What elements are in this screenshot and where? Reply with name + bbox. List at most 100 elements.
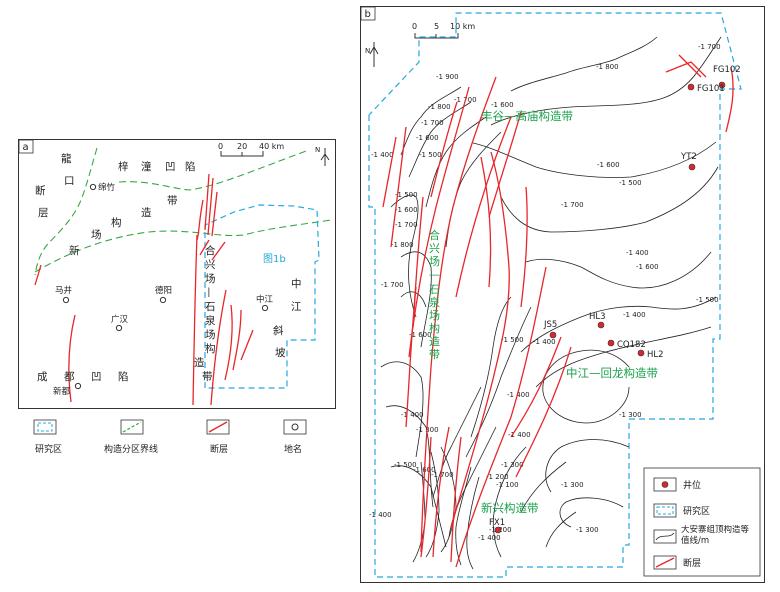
legend-label: 井位 <box>683 479 701 491</box>
location-map-svg: a 0 20 40 km N 龍 口 断 层 <box>18 139 332 406</box>
contour-label: -1 100 <box>496 481 519 489</box>
legend-label: 断层 <box>210 443 228 455</box>
contour-label: -1 700 <box>431 471 454 479</box>
zone-xinxing: 新兴构造带 <box>481 501 539 515</box>
zone-char: 口 <box>64 175 75 187</box>
contour-label: -1 600 <box>395 206 418 214</box>
contour-label: -1 600 <box>636 263 659 271</box>
location-map-panel: a 0 20 40 km N 龍 口 断 层 <box>18 139 336 409</box>
legend-label: 构造分区界线 <box>104 443 158 455</box>
scale-bar-b: 0 5 10 km <box>412 22 475 39</box>
well-label: HL3 <box>589 312 606 322</box>
scale-bar-a: 0 20 40 km <box>218 142 284 157</box>
contour-label: -1 200 <box>486 473 509 481</box>
place-name: 新都 <box>53 386 71 397</box>
contour-label: -1 500 <box>619 179 642 187</box>
legend-contour: 大安寨组顶构造等值线/m <box>653 525 750 546</box>
contour-label: -1 400 <box>508 431 531 439</box>
legend-label: 地名 <box>284 443 302 455</box>
zone-fenggu: 丰谷—高庙构造带 <box>481 109 573 123</box>
contour-label: -1 700 <box>561 201 584 209</box>
contour-label: -1 700 <box>381 281 404 289</box>
contour-label: -1 600 <box>409 331 432 339</box>
contour-label: -1 800 <box>596 63 619 71</box>
zone-char: 石 <box>205 301 216 313</box>
legend-a: 研究区 构造分区界线 断层 地名 <box>18 412 334 462</box>
wells: FG102 FG101 YT2 JS5 HL3 CQ182 HL2 FX1 <box>489 65 741 534</box>
contour-label: -1 400 <box>533 338 556 346</box>
zone-labels-b: 丰谷—高庙构造带 中江—回龙构造带 新兴构造带 合 兴 场 — 石 泉 场 构 … <box>429 109 658 515</box>
contour-label: -1 500 <box>394 461 417 469</box>
place-name: 绵竹 <box>98 182 116 193</box>
contour-label: -1 600 <box>491 101 514 109</box>
zone-char: 场 <box>91 228 102 241</box>
well-label: FX1 <box>489 518 505 528</box>
legend-label: 研究区 <box>683 505 710 517</box>
zone-zhongjiang: 中江—回龙构造带 <box>566 366 658 380</box>
well-label: CQ182 <box>617 340 646 350</box>
scale-tick: 0 <box>412 22 417 31</box>
contour-label: -1 400 <box>507 391 530 399</box>
place-name: 德阳 <box>155 285 172 296</box>
zone-char: 泉 <box>429 295 440 309</box>
legend-fault: 断层 <box>206 419 230 455</box>
zone-char: 带 <box>202 371 213 383</box>
structure-map-svg: b 0 5 10 km N <box>360 6 761 578</box>
contour-label: -1 300 <box>561 481 584 489</box>
legend-fault-b: 断层 <box>653 555 701 570</box>
zone-char: 潼 <box>141 160 152 173</box>
study-area-outline-b <box>368 12 742 578</box>
panel-a-tag: a <box>23 142 29 153</box>
legend-b: 井位 研究区 大安寨组顶构造等值线/m 断层 <box>643 467 761 577</box>
scale-tick: 0 <box>218 142 223 151</box>
zone-hexing: 合 兴 场 — 石 泉 场 构 造 带 <box>429 228 440 361</box>
zone-boundaries <box>34 147 332 276</box>
contour-label: -1 600 <box>416 134 439 142</box>
zone-char: 兴 <box>429 242 440 255</box>
contour-label: -1 400 <box>626 249 649 257</box>
structure-map-panel: b 0 5 10 km N <box>360 6 765 583</box>
contour-label: -1 800 <box>391 241 414 249</box>
zone-char: 构 <box>205 342 216 355</box>
contour-label: -1 300 <box>619 411 642 419</box>
contour-label: -1 400 <box>401 411 424 419</box>
zone-char: 龍 <box>61 152 72 165</box>
well-label: JS5 <box>543 320 557 330</box>
legend-label: 大安寨组顶构造等值线/m <box>681 525 750 546</box>
contour-label: -1 400 <box>478 534 501 542</box>
zone-char: 合 <box>205 244 216 257</box>
zone-char: 斜 <box>273 324 284 337</box>
contour-label: -1 700 <box>421 119 444 127</box>
panel-b-tag: b <box>365 9 371 20</box>
contour-labels: -1 800 -1 700 -1 900 -1 800 -1 700 -1 60… <box>369 43 721 542</box>
zone-char: 新 <box>69 244 80 257</box>
contour-label: -1 500 <box>395 191 418 199</box>
zone-char: 带 <box>429 348 440 361</box>
well-label: YT2 <box>680 152 697 162</box>
zone-char: 坡 <box>275 346 286 359</box>
legend-study-area-b: 研究区 <box>653 503 710 518</box>
zone-char: 兴 <box>205 259 216 271</box>
legend-zone-boundary: 构造分区界线 <box>104 419 158 455</box>
zone-char: — <box>203 287 215 298</box>
scale-tick: 40 km <box>259 142 284 151</box>
place-name: 马井 <box>55 285 72 296</box>
zone-char: 场 <box>429 254 440 268</box>
zone-char: 层 <box>38 207 49 219</box>
zone-char: 石 <box>429 283 440 296</box>
contour-label: -1 400 <box>371 151 394 159</box>
legend-study-area: 研究区 <box>33 419 62 455</box>
zone-char: — <box>429 268 440 281</box>
contour-label: -1 600 <box>597 161 620 169</box>
legend-well: 井位 <box>653 477 701 492</box>
contour-label: -1 900 <box>436 73 459 81</box>
contour-label: -1 400 <box>369 511 392 519</box>
zone-labels-a: 龍 口 断 层 梓 潼 凹 陷 构 造 带 新 场 合 兴 场 — 石 泉 场 … <box>35 152 302 383</box>
contour-label: -1 500 <box>419 151 442 159</box>
zone-char: 场 <box>429 308 440 322</box>
place-markers: 绵竹 马井 德阳 广汉 中江 新都 <box>53 182 274 397</box>
place-name: 广汉 <box>111 314 129 325</box>
contour-label: -1 400 <box>623 311 646 319</box>
legend-label: 断层 <box>683 557 701 569</box>
zone-char: 造 <box>194 356 205 369</box>
